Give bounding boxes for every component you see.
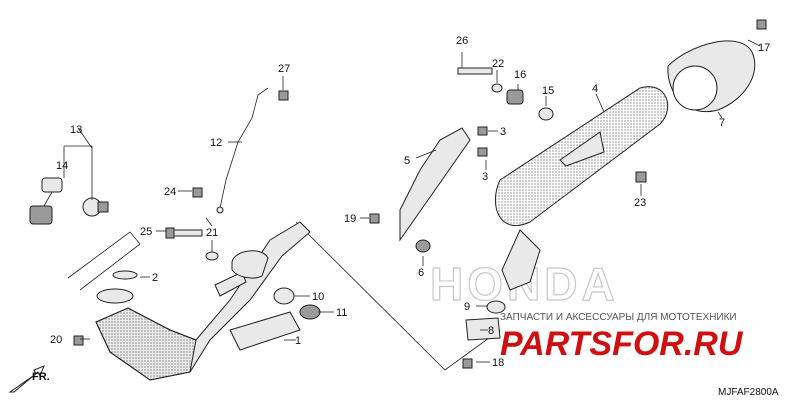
sensor-harness bbox=[219, 87, 269, 209]
washer-21 bbox=[205, 251, 219, 261]
callout-6: 6 bbox=[418, 267, 424, 279]
callout-11: 11 bbox=[336, 307, 347, 319]
callout-1: 1 bbox=[295, 335, 301, 347]
assembly-line-sensor bbox=[67, 231, 141, 291]
clip-3a bbox=[477, 126, 488, 136]
callout-3a: 3 bbox=[500, 126, 506, 138]
clamp-8 bbox=[465, 317, 501, 341]
callout-4: 4 bbox=[592, 83, 598, 95]
callout-10: 10 bbox=[312, 291, 324, 303]
watermark-caption: ЗАПЧАСТИ И АКСЕССУАРЫ ДЛЯ МОТОТЕХНИКИ bbox=[500, 312, 737, 323]
callout-leaders bbox=[63, 39, 761, 363]
callout-13: 13 bbox=[70, 124, 82, 136]
direction-label: FR. bbox=[32, 371, 50, 383]
end-cap bbox=[667, 40, 756, 113]
callout-26: 26 bbox=[456, 35, 468, 47]
collar-10 bbox=[273, 287, 295, 305]
bolt-19 bbox=[369, 213, 380, 224]
callout-23: 23 bbox=[634, 197, 646, 209]
collar-15 bbox=[538, 107, 554, 121]
callout-8: 8 bbox=[488, 325, 494, 337]
rubber-11 bbox=[299, 304, 321, 320]
callout-19: 19 bbox=[344, 213, 356, 225]
rubber-16 bbox=[506, 89, 524, 105]
callout-27: 27 bbox=[278, 63, 290, 75]
bolt-17 bbox=[756, 19, 767, 30]
pipe-clamp bbox=[231, 250, 269, 279]
callout-12: 12 bbox=[210, 137, 222, 149]
callout-21: 21 bbox=[206, 227, 218, 239]
flange bbox=[96, 288, 134, 304]
bolt-25 bbox=[165, 227, 203, 239]
callout-16: 16 bbox=[514, 69, 526, 81]
assembly-line-joint bbox=[295, 221, 501, 371]
oxygen-sensor bbox=[29, 177, 109, 225]
callout-7: 7 bbox=[719, 117, 725, 129]
callout-18: 18 bbox=[492, 357, 504, 369]
callout-labels: 1 2 3 3 4 5 6 7 8 9 10 11 12 13 14 15 16… bbox=[50, 35, 770, 369]
callout-3b: 3 bbox=[482, 171, 488, 183]
gasket bbox=[112, 270, 138, 280]
callout-5: 5 bbox=[404, 155, 410, 167]
bolt-18 bbox=[462, 358, 473, 369]
harness-clip bbox=[216, 206, 224, 214]
callout-22: 22 bbox=[492, 58, 504, 70]
callout-15: 15 bbox=[542, 85, 554, 97]
clip-3b bbox=[477, 147, 488, 157]
gasket-9 bbox=[486, 300, 506, 314]
bolt-27 bbox=[278, 90, 289, 101]
callout-14: 14 bbox=[56, 160, 68, 172]
nut-23 bbox=[635, 171, 647, 183]
bolt-24 bbox=[192, 187, 203, 198]
muffler bbox=[495, 86, 669, 291]
washer-22 bbox=[491, 83, 503, 93]
bolt-26 bbox=[457, 67, 493, 75]
watermark-logo: PARTSFOR.RU bbox=[500, 325, 744, 363]
bolt-20 bbox=[73, 335, 84, 346]
rubber-6 bbox=[415, 239, 431, 253]
callout-9: 9 bbox=[464, 301, 470, 313]
diagram-code: MJFAF2800A bbox=[718, 387, 779, 398]
heat-guard bbox=[399, 127, 471, 242]
callout-20: 20 bbox=[50, 334, 62, 346]
callout-25: 25 bbox=[140, 226, 152, 238]
callout-24: 24 bbox=[164, 186, 176, 198]
callout-17: 17 bbox=[758, 42, 770, 54]
callout-2: 2 bbox=[152, 272, 158, 284]
front-direction-arrow: FR. bbox=[8, 365, 50, 393]
